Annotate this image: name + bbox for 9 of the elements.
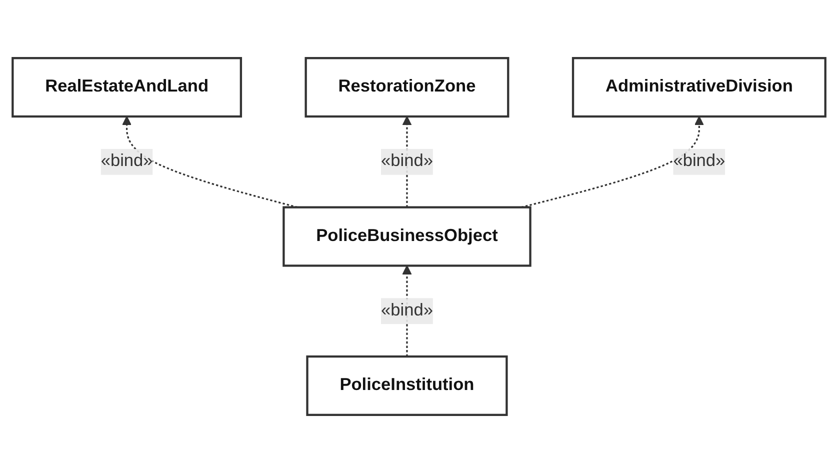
node-box: AdministrativeDivision — [572, 57, 826, 118]
node-box: RestorationZone — [304, 57, 510, 118]
edge-label: «bind» — [381, 152, 433, 171]
node-box: PoliceBusinessObject — [282, 206, 532, 267]
node-box: PoliceInstitution — [306, 355, 508, 416]
edge-label: «bind» — [381, 301, 433, 320]
edge-label: «bind» — [673, 152, 726, 171]
node-box: RealEstateAndLand — [12, 57, 242, 118]
edge-label: «bind» — [100, 152, 153, 171]
